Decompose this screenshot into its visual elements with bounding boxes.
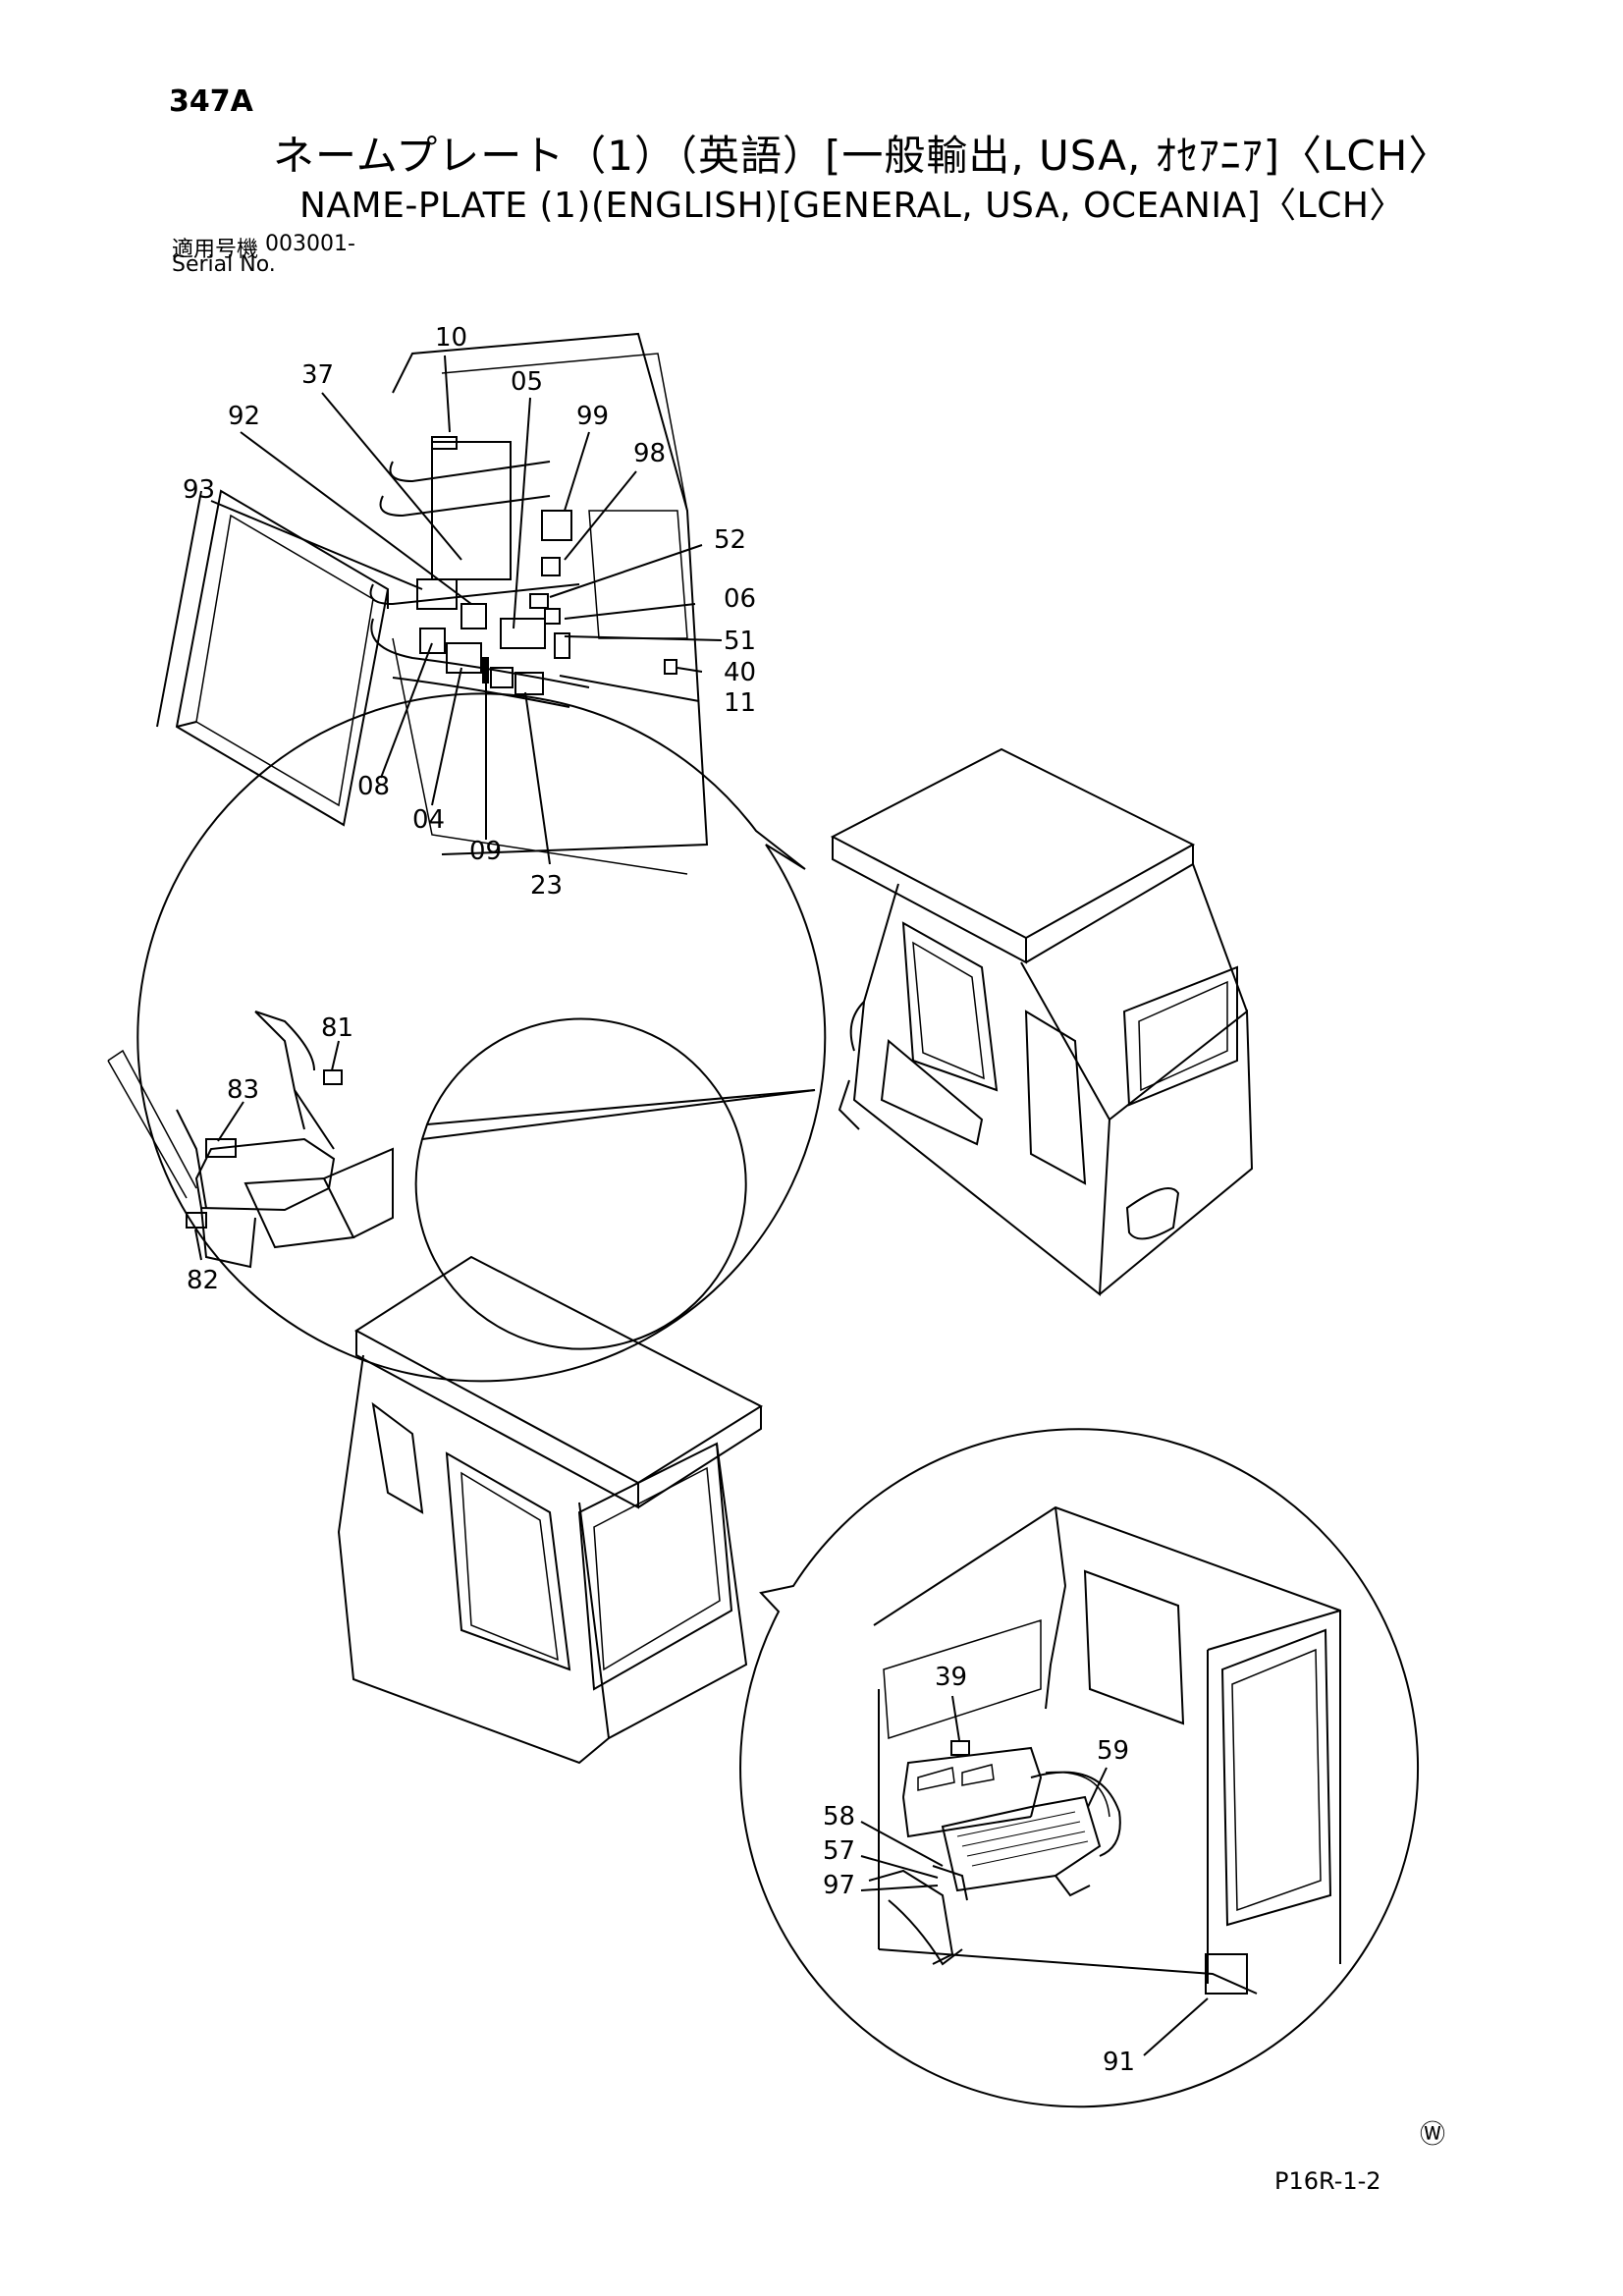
detail-circle-control-console: 81 83 82 [107, 1011, 816, 1350]
callout-83: 83 [227, 1075, 259, 1105]
page-code: 347A [169, 84, 253, 119]
callout-23: 23 [530, 871, 563, 901]
callout-09: 09 [469, 837, 502, 866]
w-mark: Ⓦ [1420, 2120, 1446, 2150]
callout-98: 98 [633, 439, 666, 468]
detail-circle-seat-area: 39 59 58 57 97 91 [739, 1428, 1420, 2108]
serial-number: 003001- [265, 232, 355, 256]
callout-11: 11 [724, 688, 756, 718]
callout-82: 82 [187, 1266, 219, 1295]
callout-05: 05 [511, 367, 543, 397]
serial-label-english: Serial No. [172, 252, 276, 277]
cab-assembly-lower [337, 1255, 764, 1765]
figure-id: P16R-1-2 [1274, 2167, 1381, 2195]
callout-06: 06 [724, 584, 756, 614]
callout-91: 91 [1103, 2048, 1135, 2077]
callout-92: 92 [228, 402, 260, 431]
serial-label-japanese: 適用号機 [172, 238, 259, 262]
callout-57: 57 [823, 1836, 855, 1866]
callout-51: 51 [724, 627, 756, 656]
callout-93: 93 [183, 475, 215, 505]
callout-97: 97 [823, 1871, 855, 1900]
callout-37: 37 [301, 360, 334, 390]
cab-assembly-right [830, 747, 1254, 1296]
callout-39: 39 [935, 1663, 967, 1692]
callout-81: 81 [321, 1013, 353, 1043]
callout-40: 40 [724, 658, 756, 687]
callout-04: 04 [412, 805, 445, 835]
callout-10: 10 [435, 323, 467, 353]
detail-circle-cab-interior: 10 37 05 99 92 98 93 52 06 51 40 11 08 0… [136, 323, 827, 1383]
callout-08: 08 [357, 772, 390, 801]
callout-52: 52 [714, 525, 746, 555]
callout-99: 99 [576, 402, 609, 431]
title-english: NAME-PLATE (1)(ENGLISH)[GENERAL, USA, OC… [299, 186, 1405, 226]
callout-59: 59 [1097, 1736, 1129, 1766]
title-japanese: ネームプレート（1）（英語）[一般輸出, USA, ｵｾｱﾆｱ]〈LCH〉 [273, 132, 1451, 180]
callout-58: 58 [823, 1802, 855, 1831]
